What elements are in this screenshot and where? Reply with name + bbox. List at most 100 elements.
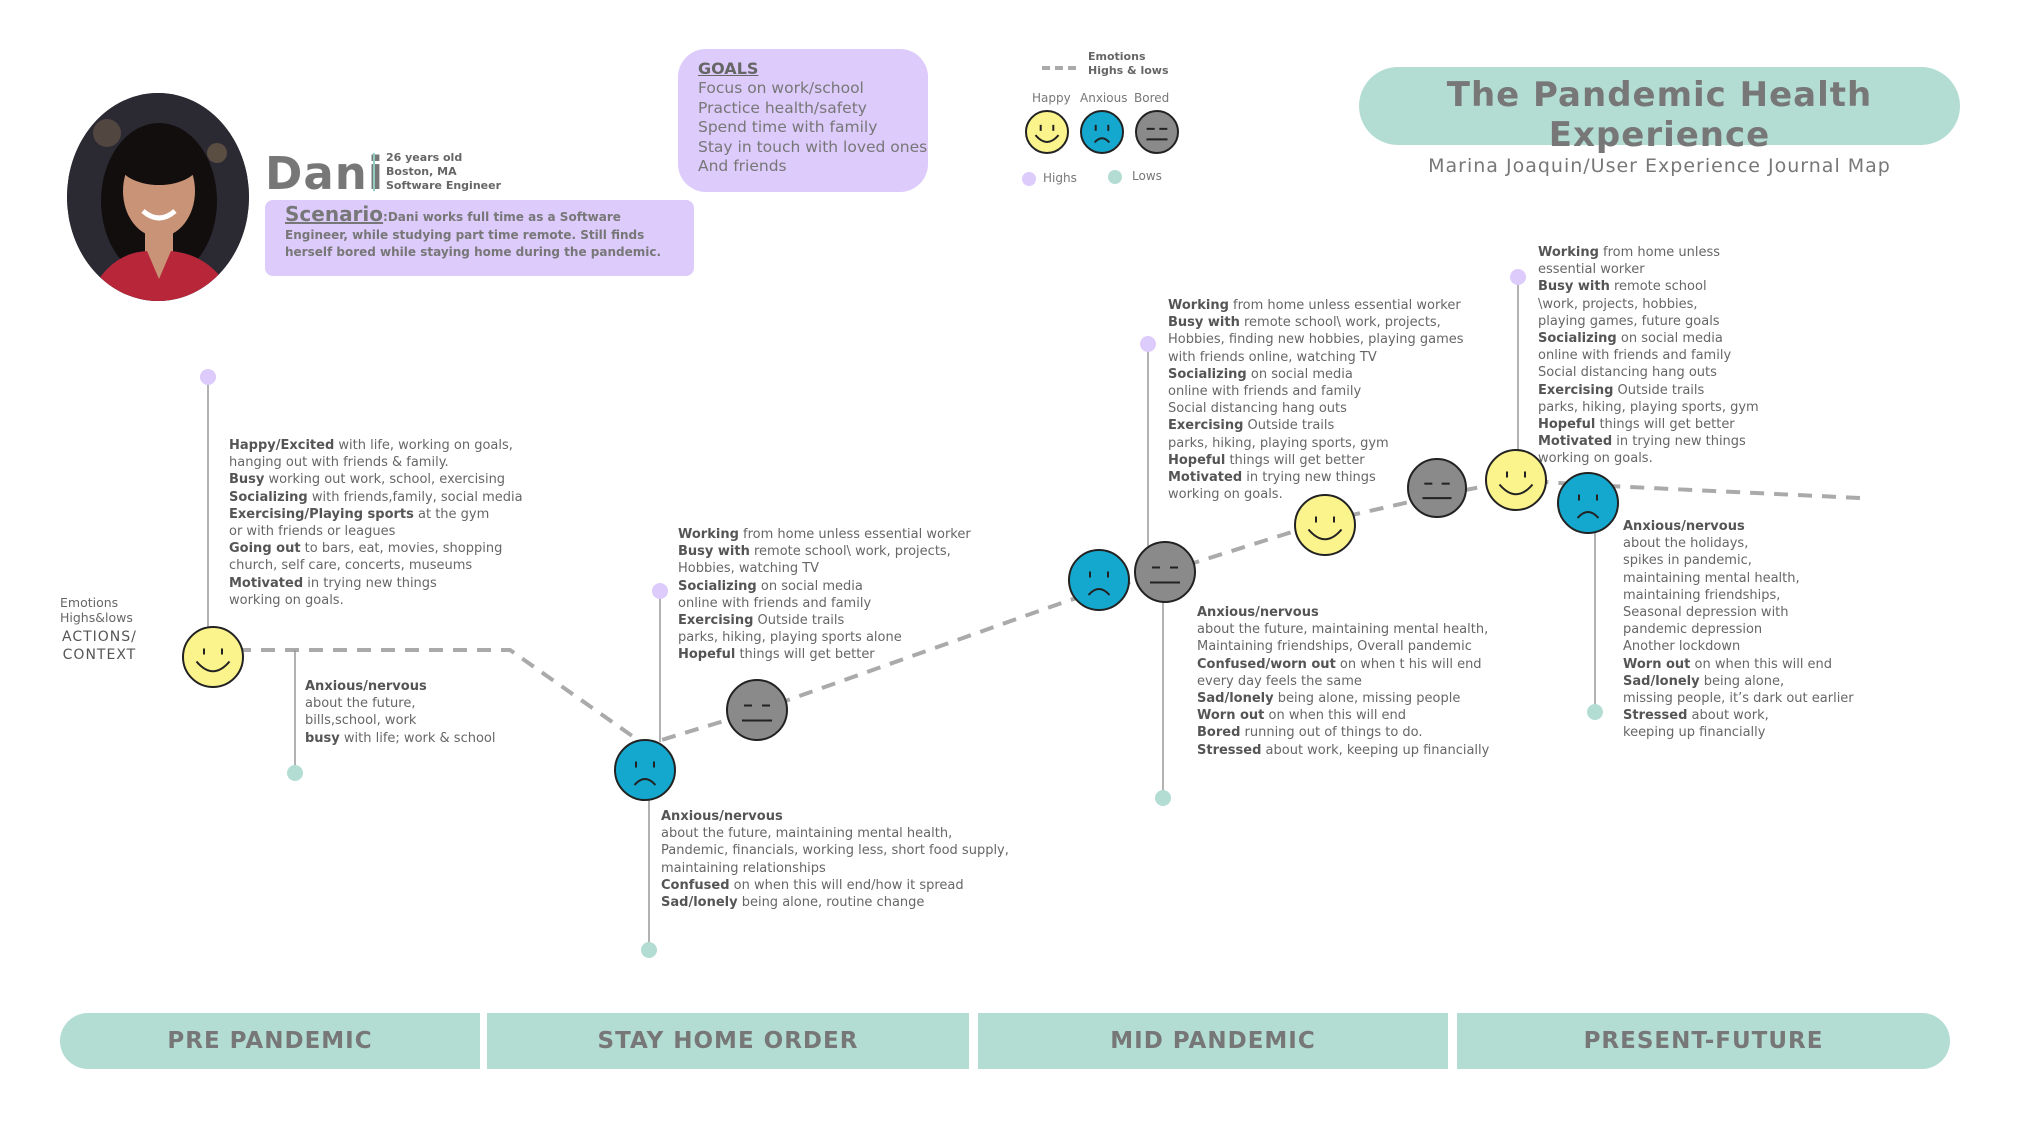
note-line: online with friends and family [1538, 347, 1759, 364]
note-line: Working from home unless [1538, 244, 1759, 261]
note-line: pandemic depression [1623, 621, 1854, 638]
note-keyword: Anxious/nervous [1623, 519, 1745, 534]
note-line: about the holidays, [1623, 535, 1854, 552]
note-line: parks, hiking, playing sports, gym [1538, 399, 1759, 416]
note-keyword: Exercising/Playing sports [229, 506, 414, 522]
note-line: busy with life; work & school [305, 730, 495, 747]
note-line: Confused/worn out on when t his will end [1197, 656, 1489, 673]
note-line: Sad/lonely being alone, [1623, 673, 1854, 690]
anxious-face-icon [1068, 549, 1130, 611]
note-line: Hopeful things will get better [1538, 416, 1759, 433]
note-line: Worn out on when this will end [1623, 656, 1854, 673]
note-text: things will get better [1595, 417, 1735, 433]
note-line: Pandemic, financials, working less, shor… [661, 842, 1009, 859]
note-line: Anxious/nervous [305, 678, 495, 695]
note-keyword: Worn out [1197, 708, 1265, 724]
note-text: in trying new things [1612, 434, 1746, 450]
note-keyword: Stressed [1623, 708, 1688, 724]
persona-name: Dani [265, 147, 385, 200]
note-line: Anxious/nervous [1623, 518, 1854, 535]
goal-item: Focus on work/school [698, 79, 864, 97]
note-text: every day feels the same [1197, 673, 1362, 689]
note-keyword: Socializing [1168, 366, 1247, 382]
note-text: remote school [1609, 279, 1707, 295]
side-actions: ACTIONS/ [62, 629, 137, 645]
note-line: Busy with remote school [1538, 278, 1759, 295]
note-text: at the gym [413, 506, 490, 522]
note-text: remote school\ work, projects, [749, 544, 951, 560]
note-mid-high: Working from home unless essential worke… [1168, 297, 1464, 503]
note-mid-low: Anxious/nervous about the future, maintai… [1197, 604, 1489, 759]
note-text: remote school\ work, projects, [1239, 315, 1441, 331]
note-text: about the future, maintaining mental hea… [1197, 622, 1489, 638]
note-line: online with friends and family [678, 595, 971, 612]
high-dot [652, 583, 668, 599]
page-title: The Pandemic Health Experience [1446, 75, 1873, 155]
legend-highs-dot [1022, 172, 1036, 186]
legend-lows-label: Lows [1132, 169, 1162, 183]
note-line: Socializing with friends,family, social … [229, 489, 523, 506]
note-line: Going out to bars, eat, movies, shopping [229, 540, 523, 557]
note-text: spikes in pandemic, [1623, 553, 1752, 569]
anxious-face-icon [1557, 472, 1619, 534]
note-text: maintaining relationships [661, 860, 826, 876]
note-line: Social distancing hang outs [1538, 364, 1759, 381]
note-line: hanging out with friends & family. [229, 454, 523, 471]
note-line: Motivated in trying new things [1168, 469, 1464, 486]
note-line: Anxious/nervous [661, 808, 1009, 825]
note-keyword: Anxious/nervous [1197, 605, 1319, 620]
note-line: playing games, future goals [1538, 313, 1759, 330]
note-keyword: Bored [1197, 725, 1241, 741]
note-text: with life; work & school [339, 730, 496, 746]
bored-face-icon [1134, 541, 1196, 603]
note-text: Outside trails [1613, 382, 1705, 398]
note-text: Outside trails [1243, 418, 1335, 434]
persona-job: Software Engineer [386, 179, 501, 192]
note-line: Worn out on when this will end [1197, 707, 1489, 724]
note-text: on when this will end [1264, 708, 1407, 724]
note-line: about the future, maintaining mental hea… [661, 825, 1009, 842]
note-text: Another lockdown [1623, 639, 1741, 655]
low-dot [641, 942, 657, 958]
side-emotions: Emotions [60, 595, 119, 610]
note-keyword: Socializing [678, 578, 757, 594]
note-line: every day feels the same [1197, 673, 1489, 690]
note-text: on social media [1246, 366, 1353, 382]
note-keyword: Working [678, 527, 739, 542]
note-text: online with friends and family [1538, 348, 1732, 364]
bored-face-icon [726, 679, 788, 741]
note-text: Maintaining friendships, Overall pandemi… [1197, 639, 1472, 655]
note-text: things will get better [1225, 452, 1365, 468]
note-text: pandemic depression [1623, 622, 1763, 638]
note-line: Hobbies, finding new hobbies, playing ga… [1168, 331, 1464, 348]
note-keyword: Busy with [1538, 279, 1610, 295]
note-text: on when t his will end [1335, 656, 1482, 672]
note-text: with friends online, watching TV [1168, 349, 1377, 365]
bored-face-icon [1407, 458, 1467, 518]
note-line: Confused on when this will end/how it sp… [661, 877, 1009, 894]
legend-highs-label: Highs [1043, 171, 1077, 185]
note-keyword: Socializing [1538, 331, 1617, 347]
note-line: Happy/Excited with life, working on goal… [229, 437, 523, 454]
note-pre-high: Happy/Excited with life, working on goal… [229, 437, 523, 609]
note-keyword: Motivated [1168, 470, 1243, 486]
note-line: Stressed about work, [1623, 707, 1854, 724]
note-line: keeping up financially [1623, 724, 1854, 741]
persona-details: 26 years old Boston, MA Software Enginee… [386, 151, 501, 193]
note-line: Working from home unless essential worke… [678, 526, 971, 543]
note-text: keeping up financially [1623, 725, 1766, 741]
note-text: with friends,family, social media [307, 489, 523, 505]
note-text: on social media [1616, 331, 1723, 347]
note-keyword: Confused [661, 877, 730, 893]
note-text: about the holidays, [1623, 536, 1749, 552]
note-keyword: Sad/lonely [1623, 673, 1700, 689]
note-keyword: Exercising [678, 613, 754, 629]
legend-bored-label: Bored [1134, 91, 1170, 105]
note-text: things will get better [735, 647, 875, 663]
note-line: about the future, maintaining mental hea… [1197, 621, 1489, 638]
note-text: Hobbies, watching TV [678, 561, 820, 577]
note-keyword: Happy/Excited [229, 438, 335, 453]
note-line: essential worker [1538, 261, 1759, 278]
note-line: maintaining friendships, [1623, 587, 1854, 604]
